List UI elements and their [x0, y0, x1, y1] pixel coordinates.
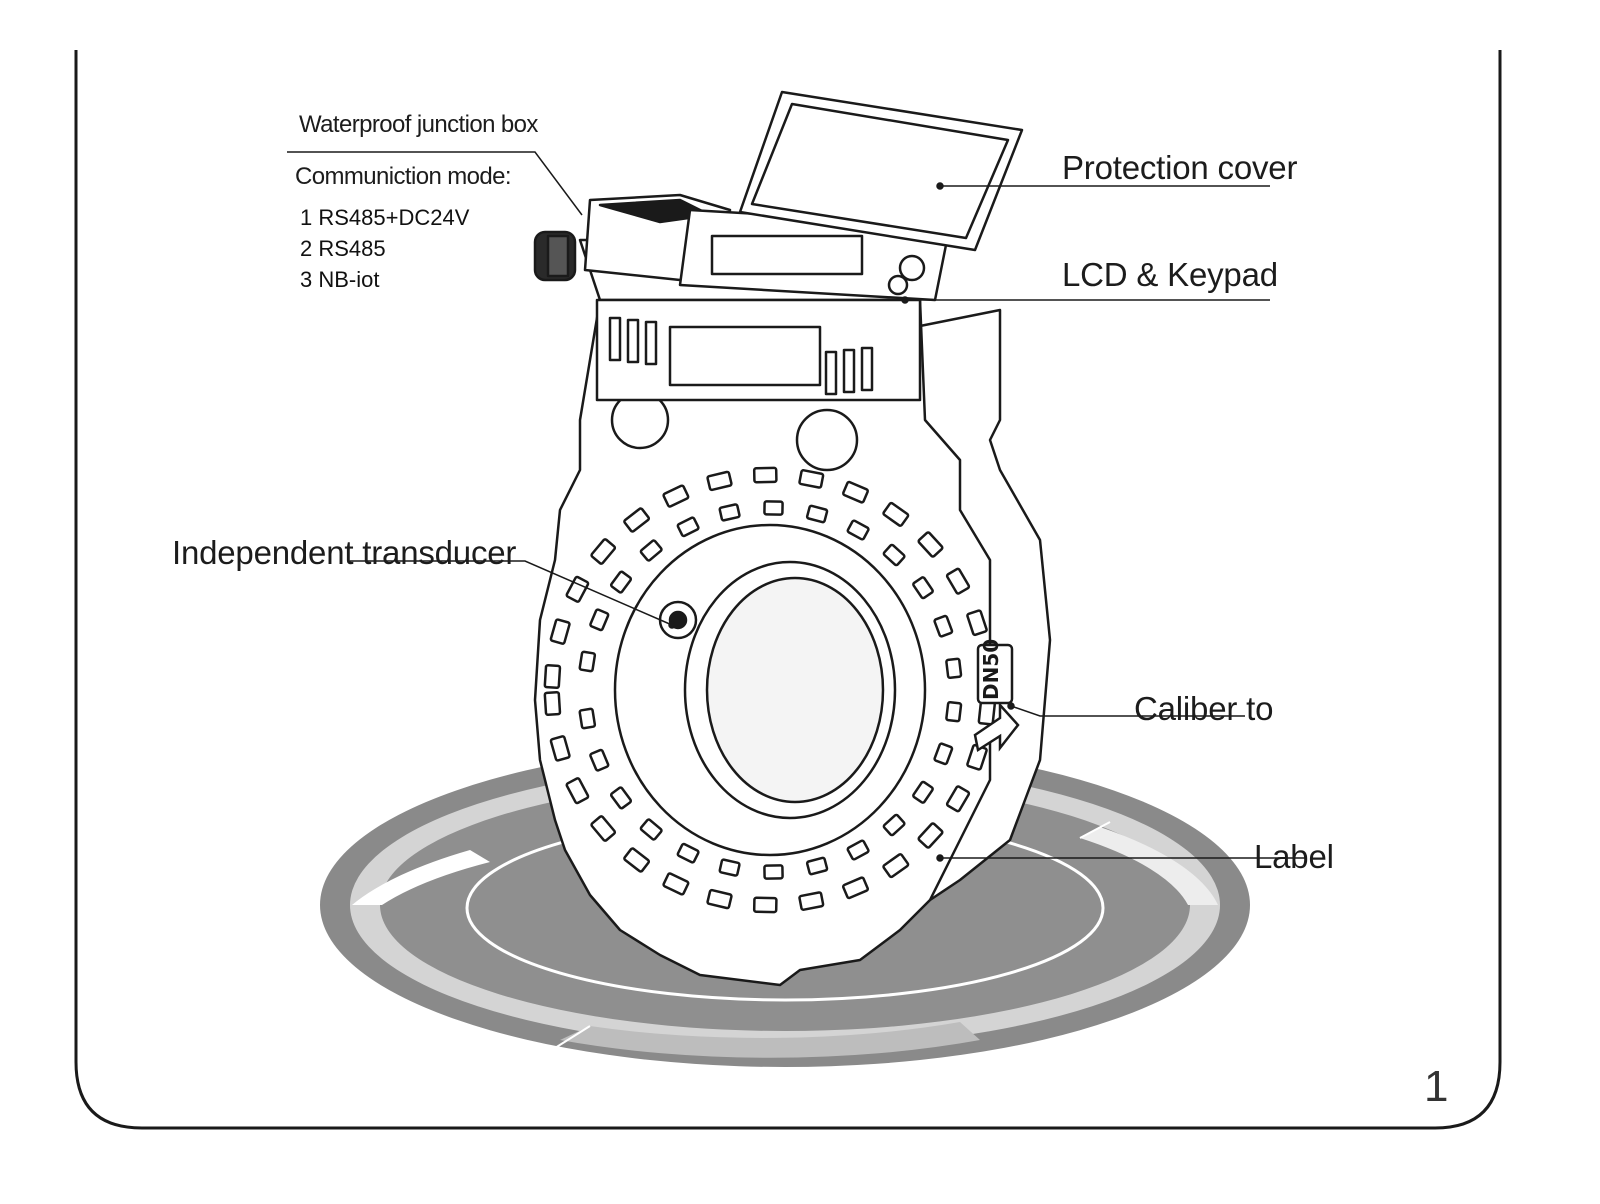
comm-mode-item: 3 NB-iot	[300, 267, 380, 292]
flange-slot	[842, 876, 869, 900]
flange-slot	[623, 507, 651, 533]
flange-slot	[945, 657, 963, 680]
caliber-label: Caliber to	[1134, 690, 1274, 727]
flange-slot	[590, 538, 617, 565]
flange-slot	[752, 896, 778, 914]
flange-slot	[882, 543, 906, 567]
label-label: Label	[1254, 838, 1334, 875]
flange-slot	[549, 618, 571, 645]
flange-slot	[590, 815, 617, 842]
flange-slots	[543, 466, 996, 914]
flange-slot	[662, 872, 690, 896]
flange-slot	[912, 780, 934, 804]
flange-slot	[718, 503, 741, 522]
flange-slot	[565, 777, 590, 805]
flange-slot	[639, 818, 663, 841]
flange-slot	[706, 470, 733, 492]
body-mark: DN50	[979, 639, 1003, 700]
flange-slot	[805, 856, 829, 876]
flange-slot	[589, 608, 610, 632]
flange-slot	[805, 504, 829, 524]
flange-slot	[977, 700, 996, 726]
comm-mode-title: Communiction mode:	[295, 163, 512, 190]
meter-body	[533, 298, 1052, 987]
flange-slot	[846, 839, 870, 861]
flange-slot	[917, 531, 944, 558]
page-number: 1	[1424, 1062, 1449, 1111]
flange-slot	[623, 847, 651, 873]
flange-slot	[882, 501, 910, 527]
flange-slot	[945, 700, 963, 723]
flange-slot	[662, 484, 690, 508]
flange-slot	[842, 480, 869, 504]
flange-slot	[763, 864, 784, 880]
flange-slot	[706, 888, 733, 910]
flange-slot	[639, 539, 663, 562]
flange-slot	[543, 663, 562, 690]
flange-slot	[578, 650, 597, 673]
comm-mode-list: 1 RS485+DC24V 2 RS485 3 NB-iot	[300, 202, 469, 295]
junction-box-label: Waterproof junction box	[299, 111, 538, 138]
flange-slot	[798, 891, 825, 911]
flange-slot	[933, 614, 954, 638]
flange-slot	[763, 500, 784, 516]
flange-slot	[543, 690, 562, 717]
flange-slot	[578, 707, 597, 730]
leader-lines	[287, 151, 1305, 862]
lcd-keypad-label: LCD & Keypad	[1062, 256, 1278, 293]
flange-slot	[945, 785, 971, 813]
caliber-marking	[973, 643, 1020, 753]
flange-slot	[609, 570, 633, 594]
comm-mode-item: 1 RS485+DC24V	[300, 205, 470, 230]
flange-slot	[718, 858, 741, 877]
flange-slot	[609, 786, 633, 810]
flange-slot	[549, 735, 571, 762]
flange-slot	[798, 469, 825, 489]
flange-slot	[589, 748, 610, 772]
flange-slot	[882, 853, 910, 879]
display-housing	[533, 90, 1024, 402]
flange-slot	[966, 609, 988, 637]
comm-mode-item: 2 RS485	[300, 236, 386, 261]
flange-slot	[945, 567, 971, 595]
flange-slot	[565, 575, 590, 603]
flange-slot	[933, 742, 954, 766]
protection-cover-label: Protection cover	[1062, 149, 1298, 186]
flange-slot	[917, 822, 944, 849]
page-frame	[74, 50, 1502, 1130]
flange-slot	[882, 813, 906, 837]
flange-slot	[912, 576, 934, 600]
independent-transducer-label: Independent transducer	[172, 534, 517, 571]
flange-slot	[676, 842, 700, 864]
flange-slot	[676, 516, 700, 538]
flange-slot	[752, 466, 778, 484]
flange-slot	[846, 519, 870, 541]
